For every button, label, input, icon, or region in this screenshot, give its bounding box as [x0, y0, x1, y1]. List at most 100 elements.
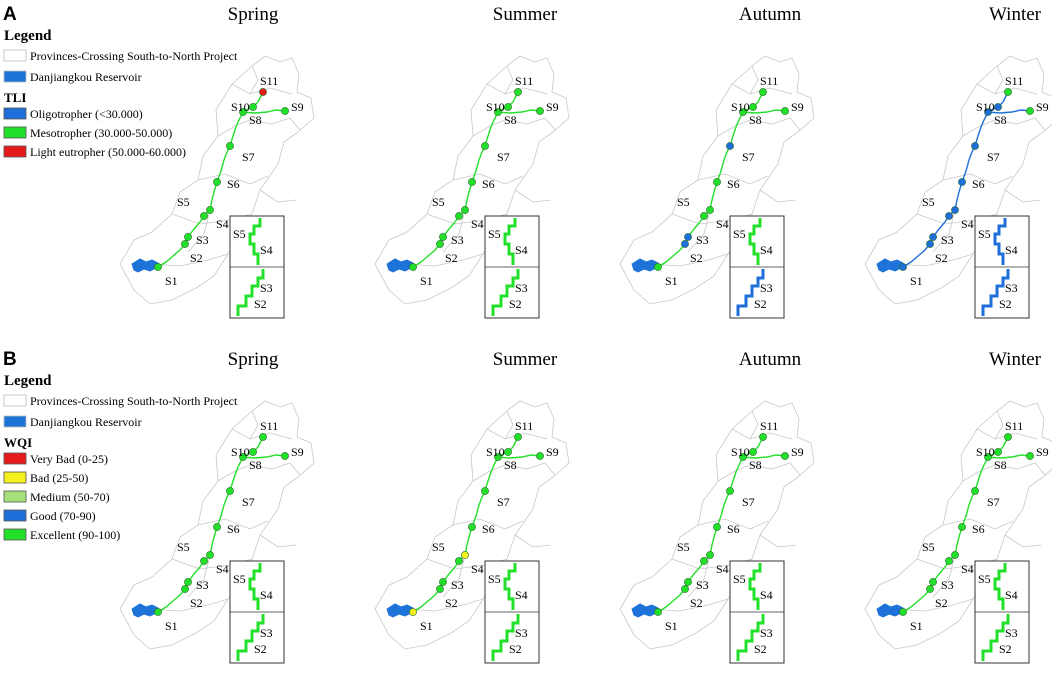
site-label-s1: S1: [165, 274, 178, 288]
site-marker-s6: [713, 178, 721, 186]
site-marker-s7: [481, 142, 489, 150]
site-marker-s8: [239, 453, 247, 461]
site-label-s8: S8: [994, 458, 1007, 472]
inset-label: S5: [233, 227, 246, 241]
province-boundary: [404, 598, 484, 612]
province-boundary: [442, 209, 466, 253]
site-marker-s11: [759, 88, 767, 96]
province-boundary: [197, 173, 269, 185]
reservoir-shape: [131, 603, 159, 618]
season-title: Summer: [493, 4, 558, 25]
site-label-s2: S2: [445, 251, 458, 265]
reservoir-shape: [631, 603, 659, 618]
site-marker-s4: [700, 212, 708, 220]
inset-label: S5: [733, 572, 746, 586]
province-boundary: [749, 65, 759, 95]
inset-canal-top: [503, 218, 517, 265]
site-marker-s3: [184, 233, 192, 241]
site-label-s3: S3: [451, 578, 464, 592]
site-marker-s6: [213, 523, 221, 531]
site-label-s2: S2: [445, 596, 458, 610]
site-marker-s7: [226, 487, 234, 495]
site-marker-s8: [494, 453, 502, 461]
site-label-s5: S5: [432, 540, 445, 554]
site-label-s8: S8: [504, 113, 517, 127]
site-marker-s3: [929, 233, 937, 241]
inset-canal-bottom: [236, 269, 265, 316]
legend-swatch: [3, 509, 27, 522]
site-marker-s9: [1026, 452, 1034, 460]
site-marker-s11: [259, 433, 267, 441]
legend-label: Bad (25-50): [30, 471, 88, 485]
site-label-s6: S6: [972, 177, 985, 191]
site-marker-s10: [749, 448, 757, 456]
site-label-s10: S10: [731, 100, 750, 114]
site-label-s3: S3: [451, 233, 464, 247]
site-marker-s1: [899, 608, 907, 616]
site-label-s7: S7: [497, 150, 510, 164]
site-label-s7: S7: [242, 495, 255, 509]
site-label-s8: S8: [249, 113, 262, 127]
inset-label: S5: [978, 572, 991, 586]
inset-canal-top: [248, 218, 262, 265]
reservoir-shape: [131, 258, 159, 273]
province-boundary: [472, 117, 556, 137]
site-marker-s11: [514, 88, 522, 96]
province-boundary: [1004, 189, 1042, 203]
site-marker-s3: [184, 578, 192, 586]
province-boundary: [149, 598, 229, 612]
site-label-s11: S11: [260, 74, 278, 88]
site-label-s3: S3: [941, 233, 954, 247]
province-boundary: [442, 554, 466, 598]
site-label-s9: S9: [546, 445, 559, 459]
site-marker-s6: [468, 178, 476, 186]
province-boundary: [942, 173, 1014, 185]
reservoir-shape: [386, 603, 414, 618]
site-label-s9: S9: [291, 100, 304, 114]
site-label-s10: S10: [231, 445, 250, 459]
site-label-s11: S11: [515, 74, 533, 88]
site-marker-s2: [926, 585, 934, 593]
site-label-s6: S6: [972, 522, 985, 536]
legend-label: Provinces-Crossing South-to-North Projec…: [30, 49, 238, 63]
province-boundary: [197, 518, 269, 530]
site-marker-s10: [749, 103, 757, 111]
site-label-s11: S11: [1005, 74, 1023, 88]
legend-label: Good (70-90): [30, 509, 96, 523]
province-boundary: [149, 253, 229, 267]
site-marker-s8: [984, 453, 992, 461]
site-marker-s5: [706, 206, 714, 214]
site-marker-s3: [684, 233, 692, 241]
site-marker-s10: [994, 103, 1002, 111]
province-boundary: [452, 518, 524, 530]
province-boundary: [472, 462, 556, 482]
site-label-s5: S5: [677, 540, 690, 554]
site-marker-s11: [759, 433, 767, 441]
season-title: Autumn: [739, 4, 802, 25]
legend-title: Legend: [4, 28, 52, 44]
site-marker-s9: [781, 452, 789, 460]
legend-swatch: [3, 394, 27, 407]
site-marker-s8: [494, 108, 502, 116]
site-label-s11: S11: [1005, 419, 1023, 433]
site-label-s6: S6: [727, 177, 740, 191]
legend-swatch: [3, 415, 27, 428]
season-title: Summer: [493, 349, 558, 370]
site-label-s5: S5: [177, 540, 190, 554]
site-marker-s3: [439, 233, 447, 241]
site-marker-s5: [461, 551, 469, 559]
site-marker-s10: [249, 103, 257, 111]
province-boundary: [217, 117, 301, 137]
site-marker-s1: [409, 608, 417, 616]
province-boundary: [749, 410, 759, 440]
province-boundary: [697, 173, 769, 185]
site-label-s11: S11: [760, 74, 778, 88]
inset-label: S3: [515, 281, 528, 295]
site-label-s4: S4: [961, 562, 974, 576]
